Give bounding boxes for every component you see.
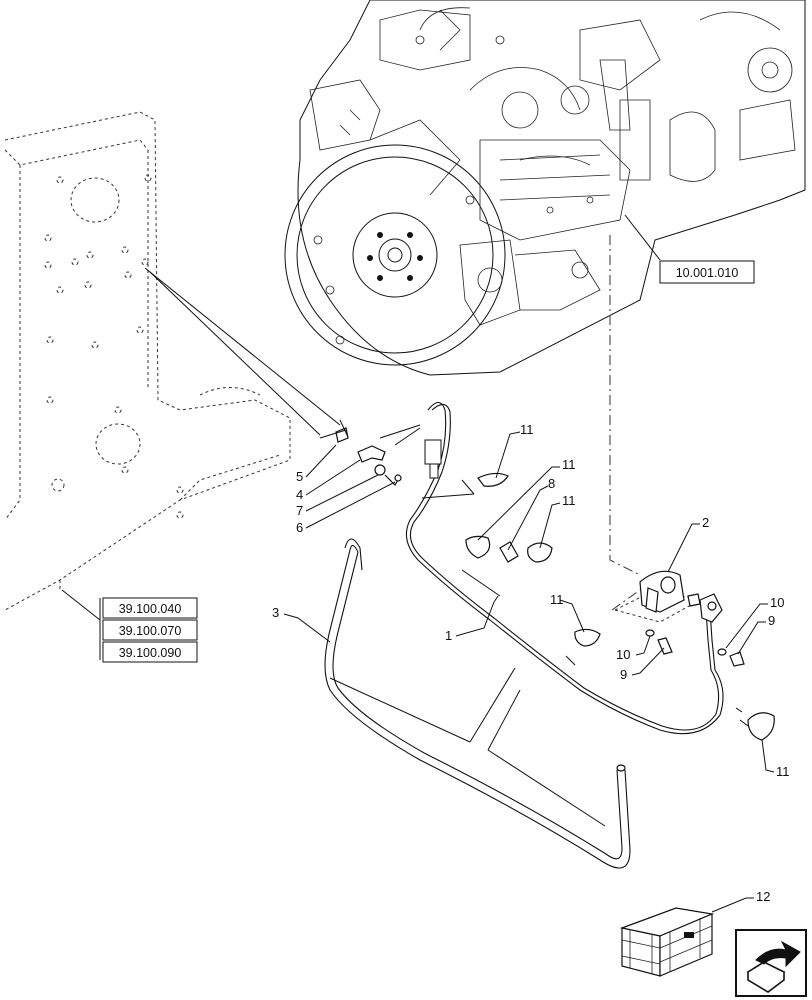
bracket-hardware — [335, 427, 402, 486]
callout-9-left[interactable]: 9 — [620, 667, 627, 682]
cable-tie-clamp-5 — [747, 712, 775, 741]
frame-reference-box-1[interactable]: 39.100.040 — [102, 597, 198, 619]
cable-clip-8 — [499, 541, 519, 563]
callout-6[interactable]: 6 — [296, 520, 303, 535]
callout-10-right[interactable]: 10 — [770, 595, 784, 610]
callout-1[interactable]: 1 — [445, 628, 452, 643]
callout-5[interactable]: 5 — [296, 469, 303, 484]
frame-reference-box-3[interactable]: 39.100.090 — [102, 641, 198, 663]
engine-illustration — [284, 0, 806, 376]
cable-tie-clamp-2 — [465, 535, 491, 559]
cable-tie-clamp-1 — [477, 472, 509, 487]
callout-11-right[interactable]: 11 — [562, 493, 576, 508]
callout-3[interactable]: 3 — [272, 605, 279, 620]
fastener-washer-left — [645, 629, 673, 655]
ground-cable-harness — [405, 401, 724, 735]
engine-block-details — [309, 7, 796, 326]
ground-stud-bracket — [613, 570, 702, 623]
callout-11-top[interactable]: 11 — [520, 422, 534, 437]
next-page-arrow-icon[interactable] — [735, 929, 807, 997]
fastener-washer-right — [717, 648, 745, 667]
engine-reference-label: 10.001.010 — [676, 266, 739, 280]
callout-11-bottom[interactable]: 11 — [776, 764, 790, 779]
frame-bolt-holes — [44, 174, 184, 519]
callout-9-right[interactable]: 9 — [768, 613, 775, 628]
frame-reference-label-3: 39.100.090 — [119, 646, 182, 660]
callout-4[interactable]: 4 — [296, 487, 303, 502]
frame-reference-label-1: 39.100.040 — [119, 602, 182, 616]
frame-reference-box-2[interactable]: 39.100.070 — [102, 619, 198, 641]
callout-2[interactable]: 2 — [702, 515, 709, 530]
flywheel — [284, 144, 506, 366]
cable-tie-clamp-3 — [527, 542, 553, 563]
callout-7[interactable]: 7 — [296, 503, 303, 518]
callout-10-left[interactable]: 10 — [616, 647, 630, 662]
frame-reference-label-2: 39.100.070 — [119, 624, 182, 638]
parts-kit-box-icon — [619, 907, 715, 977]
negative-cable — [324, 538, 631, 869]
engine-reference-box[interactable]: 10.001.010 — [659, 260, 755, 284]
cable-tie-clamp-4 — [574, 628, 601, 647]
callout-12[interactable]: 12 — [756, 889, 770, 904]
callout-11-mid[interactable]: 11 — [562, 457, 576, 472]
ground-connection-centerline — [609, 235, 641, 576]
callout-11-lower[interactable]: 11 — [550, 592, 564, 607]
callout-8[interactable]: 8 — [548, 476, 555, 491]
frame-rail-illustration — [4, 111, 291, 611]
